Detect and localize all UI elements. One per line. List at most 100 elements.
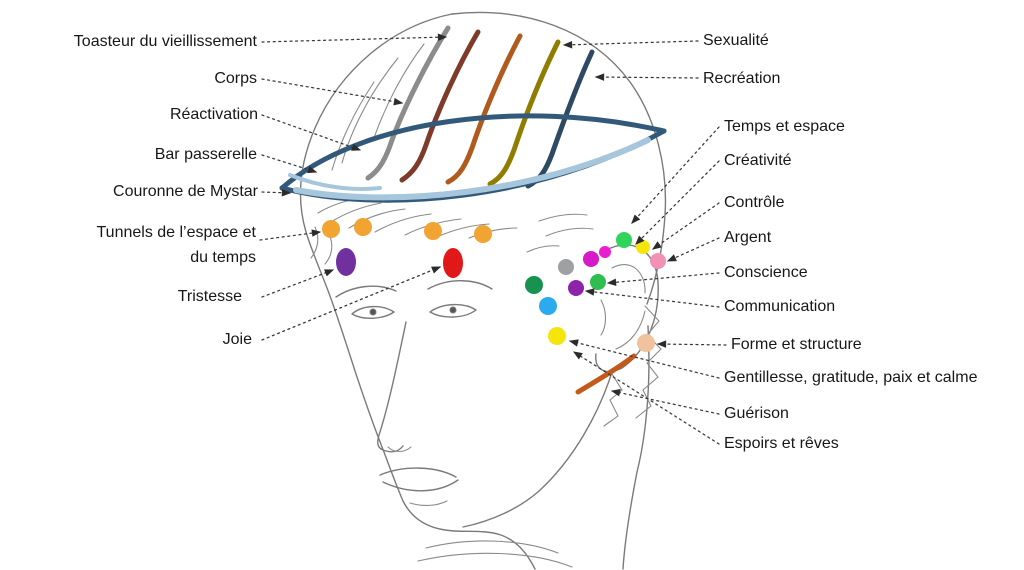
label-argent: Argent: [724, 229, 772, 246]
leader-controle: [651, 202, 720, 250]
upper-green-dot: [616, 232, 632, 248]
side-hair-stroke: [526, 245, 560, 253]
ear-inner-line: [611, 264, 646, 294]
leader-creativite: [635, 160, 720, 245]
label-communication: Communication: [724, 298, 836, 315]
leader-recreation: [594, 73, 699, 81]
side-hair-stroke: [538, 213, 588, 222]
label-bar-passerelle: Bar passerelle: [154, 146, 257, 163]
olive-arc: [487, 39, 561, 187]
right-eyebrow: [427, 280, 493, 290]
label-toasteur: Toasteur du vieillissement: [73, 33, 257, 50]
healing-arc: [575, 353, 637, 395]
crown-band: [279, 113, 667, 203]
maroon-arc: [399, 29, 481, 183]
leader-argent: [666, 237, 720, 262]
leader-bar-passerelle: [261, 154, 318, 174]
leader-reactivation: [261, 114, 362, 151]
leader-toasteur: [261, 33, 448, 43]
joie-dot: [443, 248, 463, 278]
collar-line: [425, 540, 559, 554]
left-eye: [351, 305, 395, 319]
ear-tragus-line: [600, 299, 607, 336]
nose-line: [377, 321, 407, 453]
label-tristesse: Tristesse: [177, 288, 242, 305]
dark-green-dot: [525, 276, 543, 294]
leader-lines: [259, 33, 727, 445]
hairline-stroke: [330, 202, 382, 223]
hairline-stroke: [436, 223, 490, 238]
skull-front-outline: [299, 13, 536, 570]
right-eye: [429, 303, 477, 318]
head-sketch: [299, 11, 667, 570]
right-pupil: [449, 306, 457, 314]
purple-dot: [568, 280, 584, 296]
leader-tunnels: [259, 229, 322, 241]
label-guerison: Guérison: [724, 405, 789, 422]
hairline-stroke: [468, 227, 518, 239]
label-forme-et-structure: Forme et structure: [731, 336, 862, 353]
meridian-arcs: [365, 25, 595, 189]
ear-inner-line: [615, 310, 646, 350]
forehead-dot-4: [474, 225, 492, 243]
small-magenta-dot: [599, 246, 611, 258]
label-gentillesse: Gentillesse, gratitude, paix et calme: [724, 369, 978, 386]
label-creativite: Créativité: [724, 152, 792, 169]
head-points: [322, 218, 666, 352]
leader-temps-et-espace: [631, 126, 720, 224]
leader-corps: [261, 78, 404, 106]
crown-band-inner-stripe: [293, 137, 651, 201]
leader-tristesse: [261, 269, 335, 298]
top-hair-stroke: [373, 43, 425, 139]
label-sexualite: Sexualité: [703, 32, 769, 49]
label-espoirs-et-reves: Espoirs et rêves: [724, 435, 839, 452]
leader-forme-structure: [656, 340, 727, 348]
crown-band-upper-edge: [279, 113, 667, 191]
tristesse-dot: [336, 248, 356, 276]
top-hair-stroke: [331, 81, 375, 171]
temple-hair-spike: [310, 226, 319, 259]
label-corps: Corps: [214, 70, 257, 87]
behind-ear-hair-spikes: [635, 305, 662, 419]
temple-hair-spike: [324, 233, 333, 265]
label-tunnels: Tunnels de l’espace et du temps: [96, 224, 256, 266]
green-dot: [590, 274, 606, 290]
brown-arc: [445, 33, 523, 185]
front-light-strand: [288, 173, 382, 191]
label-temps-et-espace: Temps et espace: [724, 118, 845, 135]
leader-conscience: [606, 272, 720, 287]
label-controle: Contrôle: [724, 194, 785, 211]
side-hair-stroke: [545, 227, 594, 237]
gray-arc: [365, 25, 451, 181]
leader-espoirs: [572, 351, 720, 445]
forehead-dot-2: [354, 218, 372, 236]
pink-dot: [650, 253, 666, 269]
chin-line: [409, 500, 448, 506]
leader-couronne: [261, 188, 292, 197]
label-recreation: Recréation: [703, 70, 781, 87]
collar-line: [417, 552, 573, 568]
below-ear-hair-spikes: [603, 373, 623, 427]
skull-back-outline: [451, 11, 667, 305]
forehead-dot-1: [322, 220, 340, 238]
label-couronne-de-mystar: Couronne de Mystar: [113, 183, 258, 200]
leader-joie: [261, 266, 442, 341]
lower-lip: [382, 479, 459, 492]
leader-guerison: [610, 389, 720, 415]
blue-dot: [539, 297, 557, 315]
left-pupil: [369, 308, 377, 316]
label-joie: Joie: [222, 331, 252, 348]
upper-lip: [379, 467, 457, 478]
leader-sexualite: [562, 40, 699, 49]
jaw-line: [462, 371, 613, 528]
gray-dot: [558, 259, 574, 275]
label-reactivation: Réactivation: [169, 106, 258, 123]
label-conscience: Conscience: [724, 264, 808, 281]
yellow-dot: [548, 327, 566, 345]
left-eyebrow: [335, 285, 397, 298]
back-neck-line: [622, 325, 650, 570]
leader-communication: [584, 288, 720, 308]
forehead-dot-3: [424, 222, 442, 240]
